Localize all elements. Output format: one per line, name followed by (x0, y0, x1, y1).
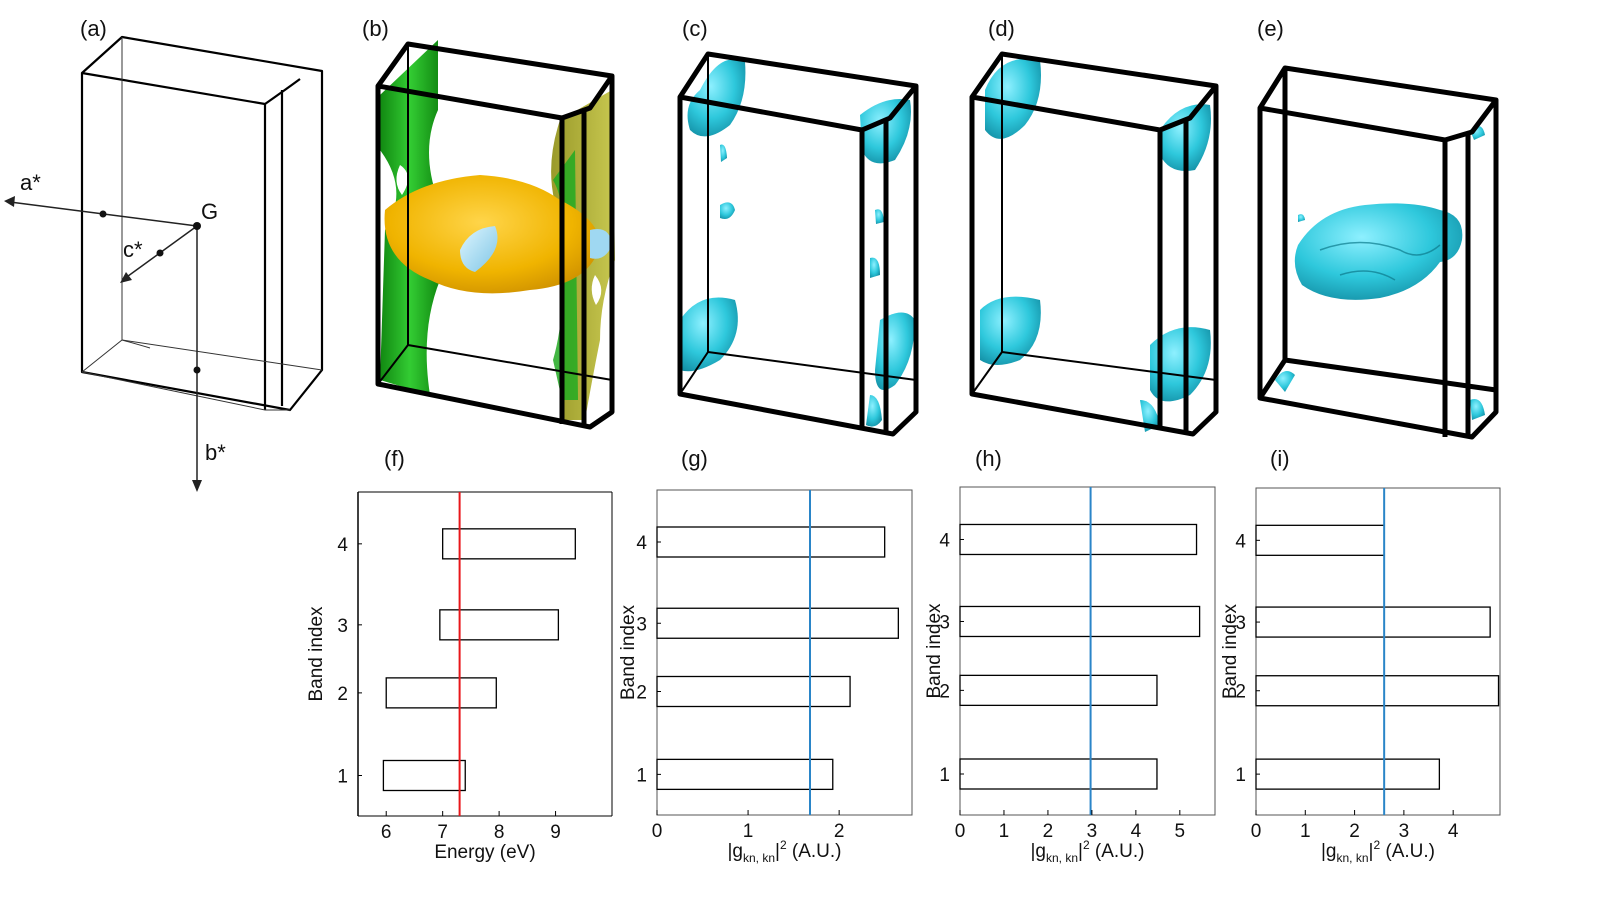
plot-frame (656, 489, 913, 816)
y-tick-label: 3 (939, 612, 950, 633)
gamma-point-label: G (201, 199, 218, 224)
bz-outline-a (80, 35, 324, 412)
panel-label-d: (d) (988, 16, 1015, 41)
x-tick-label: 0 (955, 821, 966, 842)
x-axis-label: Energy (eV) (434, 842, 535, 863)
bar-band-2 (385, 677, 497, 709)
x-tick-label: 0 (1251, 821, 1262, 842)
x-axis-label: |gkn, kn|2 (A.U.) (727, 838, 841, 865)
x-tick-label: 3 (1087, 821, 1098, 842)
y-tick-label: 2 (636, 683, 647, 704)
panel-label-g: (g) (681, 446, 708, 471)
x-tick-label: 7 (437, 822, 448, 843)
y-tick-label: 2 (939, 681, 950, 702)
y-tick-label: 4 (337, 535, 348, 556)
plot-frame (1255, 487, 1501, 816)
x-tick-label: 1 (743, 821, 754, 842)
x-tick-label: 3 (1399, 821, 1410, 842)
panel-label-f: (f) (384, 446, 405, 471)
x-axis-label: |gkn, kn|2 (A.U.) (1030, 838, 1144, 865)
x-axis-label: |gkn, kn|2 (A.U.) (1321, 838, 1435, 865)
fermi-surface-c (680, 59, 915, 427)
bar-band-1 (959, 758, 1158, 790)
x-tick-label: 2 (1043, 821, 1054, 842)
panel-label-e: (e) (1257, 16, 1284, 41)
x-tick-label: 5 (1175, 821, 1186, 842)
fermi-surface-e (1275, 126, 1485, 420)
x-tick-label: 2 (1349, 821, 1360, 842)
y-tick-label: 3 (1235, 613, 1246, 634)
panel-label-a: (a) (80, 16, 107, 41)
bar-band-3 (959, 605, 1201, 638)
y-tick-label: 3 (337, 616, 348, 637)
panel-label-i: (i) (1270, 446, 1290, 471)
bar-band-3 (656, 607, 899, 639)
bar-band-4 (656, 526, 886, 558)
bz-outline-e (1257, 65, 1499, 440)
y-tick-label: 4 (939, 530, 950, 551)
bz-outline-b (375, 41, 615, 430)
y-axis-label: Band index (924, 603, 945, 699)
axis-label-c-star: c* (123, 237, 143, 262)
bar-band-4 (959, 523, 1198, 556)
bz-outline-c (677, 51, 919, 437)
bar-band-4 (1255, 524, 1385, 556)
fermi-surface-d (980, 58, 1211, 432)
x-tick-label: 9 (550, 822, 561, 843)
plot-frame (959, 486, 1216, 816)
x-tick-label: 4 (1448, 821, 1459, 842)
fermi-surface-b (380, 40, 615, 420)
axis-label-b-star: b* (205, 440, 226, 465)
x-tick-label: 0 (652, 821, 663, 842)
x-tick-label: 6 (381, 822, 392, 843)
panel-label-c: (c) (682, 16, 708, 41)
chart-h: 1 2 3 4 0 1 2 3 4 5 Band index |gkn, kn|2 (A.U.) (924, 486, 1216, 865)
fermi-surface-e-detail (1319, 241, 1441, 281)
x-tick-label: 1 (1300, 821, 1311, 842)
y-tick-label: 1 (1235, 765, 1246, 786)
y-tick-label: 4 (636, 533, 647, 554)
y-axis-label: Band index (306, 606, 327, 702)
y-tick-label: 1 (939, 765, 950, 786)
bar-band-3 (439, 609, 560, 641)
reciprocal-axes (4, 196, 202, 492)
bar-band-1 (1255, 758, 1441, 790)
x-tick-label: 2 (834, 821, 845, 842)
y-tick-label: 4 (1235, 531, 1246, 552)
panel-label-b: (b) (362, 16, 389, 41)
y-tick-label: 2 (1235, 682, 1246, 703)
y-axis-label: Band index (1220, 603, 1241, 699)
bar-band-4 (442, 528, 576, 560)
y-tick-label: 1 (337, 767, 348, 788)
y-tick-label: 1 (636, 765, 647, 786)
panel-label-h: (h) (975, 446, 1002, 471)
y-axis-label: Band index (618, 604, 639, 700)
x-tick-label: 4 (1131, 821, 1142, 842)
bar-band-2 (656, 675, 851, 708)
axis-label-a-star: a* (20, 170, 41, 195)
x-tick-label: 8 (494, 822, 505, 843)
bar-band-2 (1255, 675, 1500, 707)
bar-band-3 (1255, 606, 1491, 638)
bz-outline-d (969, 51, 1219, 437)
y-tick-label: 2 (337, 684, 348, 705)
x-tick-label: 1 (999, 821, 1010, 842)
bar-band-1 (382, 759, 466, 792)
bar-band-2 (959, 674, 1158, 707)
y-tick-label: 3 (636, 614, 647, 635)
bar-band-1 (656, 758, 834, 791)
